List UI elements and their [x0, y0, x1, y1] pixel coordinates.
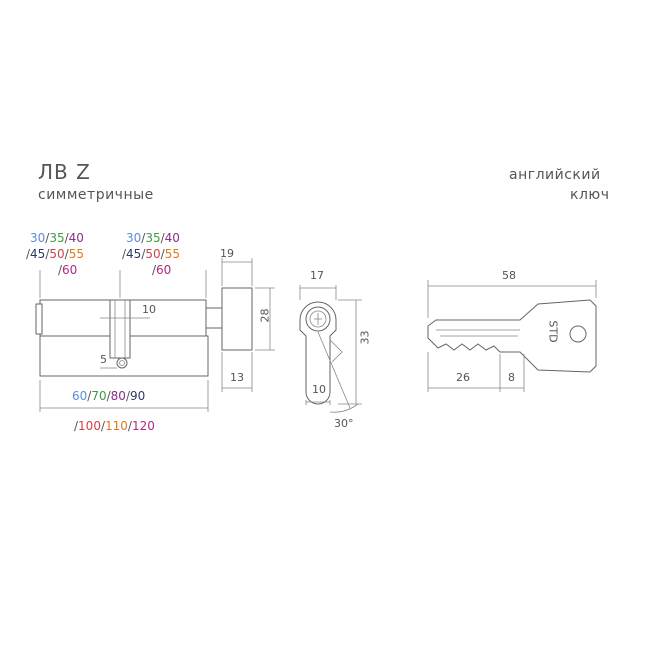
length-value: 60: [62, 263, 78, 277]
length-value: 45: [126, 247, 142, 261]
key-outline: [427, 299, 597, 373]
side-b-lengths-row3: /60: [152, 263, 172, 277]
key-brand-stamp: STD: [546, 320, 560, 343]
side-a-lengths-row1: 30/35/40: [30, 231, 84, 245]
profile-dimension-lines: [299, 285, 362, 413]
key-type-line1: английский: [509, 167, 601, 183]
thumb-width-dim: 19: [220, 247, 234, 260]
profile-width-dim: 17: [310, 269, 324, 282]
profile-bottom-dim: 10: [312, 383, 326, 396]
profile-outline: [299, 301, 343, 405]
length-value: 110: [105, 419, 128, 433]
length-value: 50: [145, 247, 161, 261]
length-value: 70: [91, 389, 107, 403]
cylinder-body: [35, 287, 253, 377]
key-dimension-lines: [427, 280, 597, 392]
length-value: 40: [68, 231, 84, 245]
key-total-dim: 58: [502, 269, 516, 282]
key-blade-dim: 26: [456, 371, 470, 384]
thumb-base-dim: 13: [230, 371, 244, 384]
length-value: 40: [164, 231, 180, 245]
key-type-line2: ключ: [570, 187, 610, 203]
length-value: 90: [129, 389, 146, 403]
length-value: 80: [110, 389, 126, 403]
length-value: 55: [164, 247, 180, 261]
length-value: 35: [49, 231, 65, 245]
length-value: 45: [30, 247, 46, 261]
side-b-lengths-row1: 30/35/40: [126, 231, 180, 245]
side-b-lengths-row2: /45/50/55: [122, 247, 180, 261]
key-tip-dim: 8: [508, 371, 515, 384]
thumb-height-dim: 28: [258, 308, 272, 323]
length-value: 50: [49, 247, 65, 261]
model-subtitle: симметричные: [38, 187, 154, 203]
length-value: 30: [30, 231, 46, 245]
length-value: 55: [68, 247, 84, 261]
length-value: 120: [131, 419, 155, 433]
screw-offset-dim: 5: [100, 353, 107, 366]
total-lengths-row1: 60/70/80/90: [72, 389, 146, 403]
side-a-lengths-row2: /45/50/55: [26, 247, 84, 261]
length-value: 35: [145, 231, 161, 245]
cam-width-dim: 10: [142, 303, 156, 316]
model-title: ЛВ Z: [38, 160, 91, 184]
total-lengths-row2: /100/110/120: [74, 419, 155, 433]
length-value: 30: [126, 231, 142, 245]
profile-height-dim: 33: [358, 330, 372, 345]
length-value: 60: [72, 389, 88, 403]
side-a-lengths-row3: /60: [58, 263, 78, 277]
profile-angle-dim: 30°: [334, 417, 354, 430]
length-value: 100: [78, 419, 101, 433]
length-value: 60: [156, 263, 172, 277]
cylinder-dimension-lines: [39, 258, 275, 412]
